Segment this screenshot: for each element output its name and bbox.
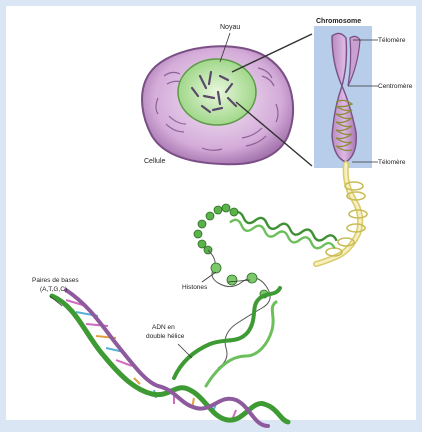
adn-leader <box>178 344 192 358</box>
histone-beads <box>211 263 268 298</box>
chromosome-structure-diagram: Noyau Chromosome Télomère Centromère Tél… <box>6 6 422 432</box>
label-chromosome: Chromosome <box>316 18 361 25</box>
dna-double-helix <box>50 288 288 426</box>
label-paires-line2: (A,T,G,C) <box>40 286 67 293</box>
base-pairs <box>66 300 236 420</box>
label-paires-line1: Paires de bases <box>32 277 79 284</box>
label-histones: Histones <box>182 284 208 291</box>
label-adn-line2: double hélice <box>146 333 185 340</box>
nucleosome-beads <box>194 204 238 254</box>
solenoid-fiber <box>229 211 338 253</box>
label-centromere: Centromère <box>378 83 413 90</box>
label-telomere-top: Télomère <box>378 37 406 44</box>
label-telomere-bottom: Télomère <box>378 159 406 166</box>
label-cellule: Cellule <box>144 158 166 165</box>
histone-leaders <box>202 272 250 282</box>
label-noyau: Noyau <box>220 24 240 31</box>
chromosome-panel <box>314 26 378 168</box>
cell <box>142 33 293 164</box>
label-adn-line1: ADN en <box>152 324 175 331</box>
